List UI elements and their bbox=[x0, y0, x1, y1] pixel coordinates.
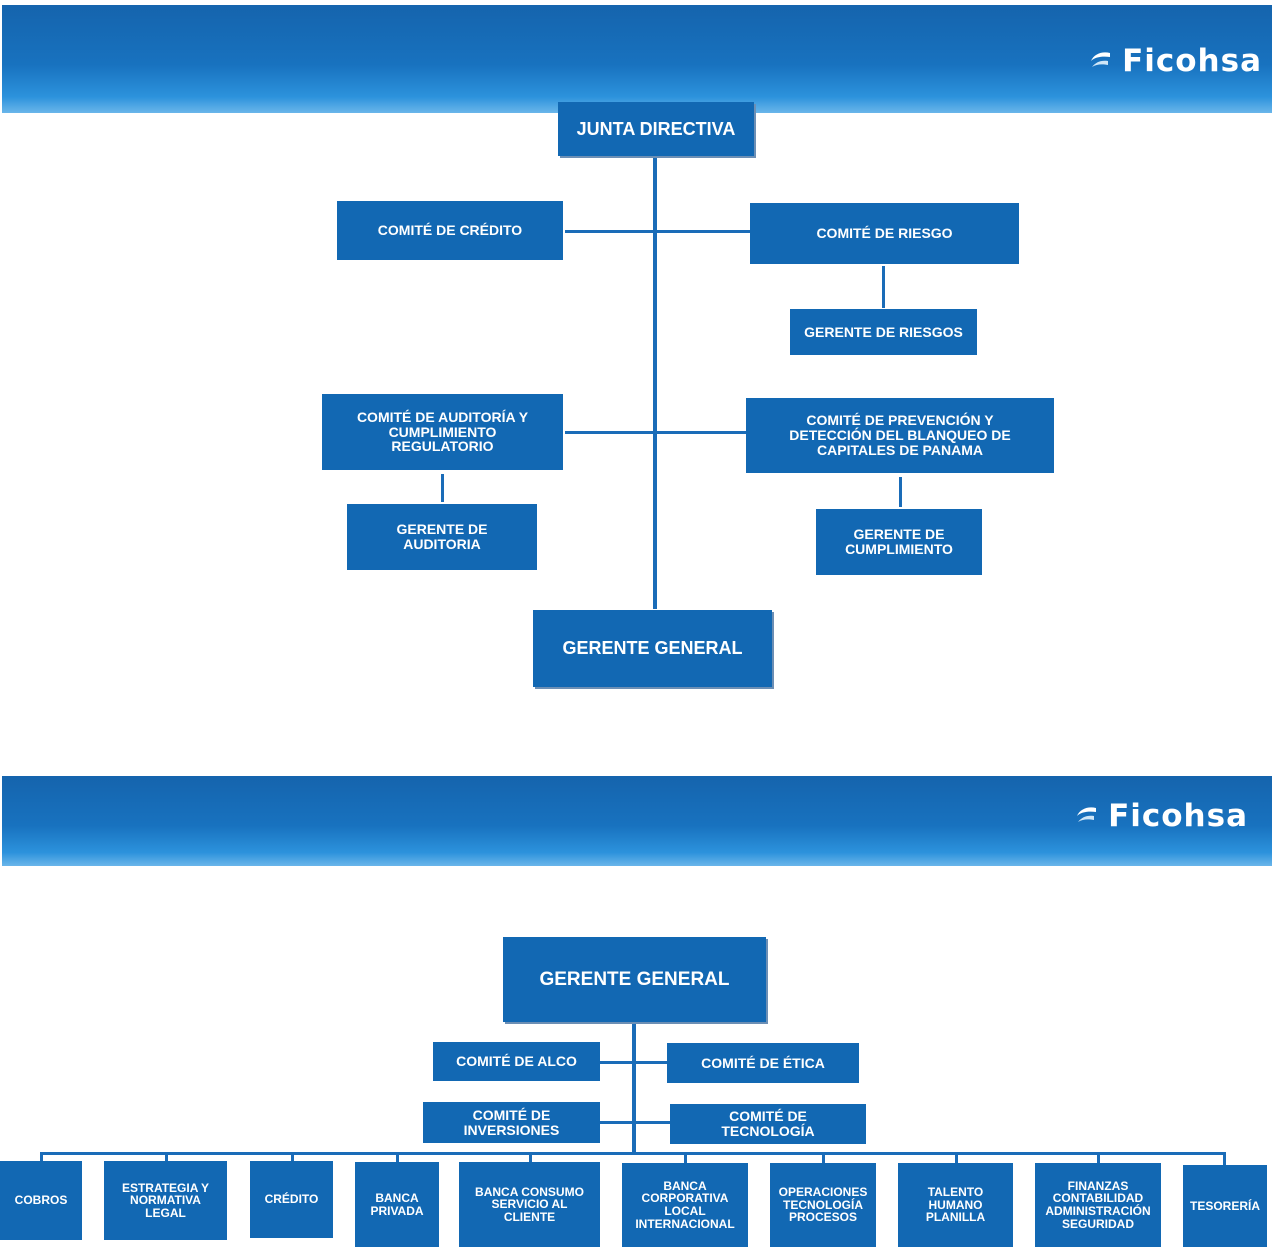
connector2-main-vertical bbox=[632, 1022, 636, 1154]
connector2-inversiones-tecnologia bbox=[600, 1121, 670, 1124]
junta-directiva-box: JUNTA DIRECTIVA bbox=[558, 102, 754, 156]
ficohsa-logo-icon bbox=[1091, 52, 1111, 67]
connector-prevencion-gerente bbox=[899, 477, 902, 507]
comite-alco-box: COMITÉ DE ALCO bbox=[433, 1042, 600, 1081]
connector2-drop bbox=[291, 1152, 294, 1161]
dept-estrategia-box: ESTRATEGIA Y NORMATIVA LEGAL bbox=[104, 1161, 227, 1240]
connector2-alco-etica bbox=[600, 1061, 667, 1064]
dept-banca-consumo-box: BANCA CONSUMO SERVICIO AL CLIENTE bbox=[459, 1162, 600, 1247]
comite-credito-box: COMITÉ DE CRÉDITO bbox=[337, 201, 563, 260]
gerente-riesgos-box: GERENTE DE RIESGOS bbox=[790, 309, 977, 355]
dept-banca-corporativa-box: BANCA CORPORATIVA LOCAL INTERNACIONAL bbox=[622, 1163, 748, 1247]
connector-main-vertical bbox=[653, 157, 657, 609]
connector2-drop bbox=[529, 1152, 532, 1162]
comite-tecnologia-box: COMITÉ DE TECNOLOGÍA bbox=[670, 1104, 866, 1144]
connector-auditoria-prevencion bbox=[565, 431, 747, 434]
header-banner-top: Ficohsa bbox=[2, 5, 1272, 113]
connector2-drop bbox=[955, 1152, 958, 1163]
ficohsa-logo-icon-2 bbox=[1077, 807, 1097, 822]
connector-credito-riesgo bbox=[565, 230, 750, 233]
connector2-department-bus bbox=[40, 1152, 1226, 1155]
connector2-drop bbox=[40, 1152, 43, 1161]
gerente-general-box: GERENTE GENERAL bbox=[533, 610, 772, 687]
dept-operaciones-box: OPERACIONES TECNOLOGÍA PROCESOS bbox=[770, 1163, 876, 1247]
ficohsa-logo: Ficohsa bbox=[1088, 43, 1262, 79]
dept-credito-box: CRÉDITO bbox=[250, 1161, 333, 1238]
comite-etica-box: COMITÉ DE ÉTICA bbox=[667, 1043, 859, 1083]
connector-auditoria-gerente bbox=[441, 474, 444, 502]
dept-banca-privada-box: BANCA PRIVADA bbox=[355, 1162, 439, 1247]
logo-text: Ficohsa bbox=[1122, 43, 1262, 79]
dept-talento-box: TALENTO HUMANO PLANILLA bbox=[898, 1163, 1013, 1247]
connector2-drop bbox=[1097, 1152, 1100, 1163]
gerente-cumplimiento-box: GERENTE DE CUMPLIMIENTO bbox=[816, 509, 982, 575]
gerente-general-top-box: GERENTE GENERAL bbox=[503, 937, 766, 1022]
connector2-drop bbox=[165, 1152, 168, 1161]
connector2-drop bbox=[1223, 1152, 1226, 1165]
logo-text-2: Ficohsa bbox=[1108, 798, 1248, 834]
dept-finanzas-box: FINANZAS CONTABILIDAD ADMINISTRACIÓN SEG… bbox=[1035, 1163, 1161, 1247]
connector2-drop bbox=[684, 1152, 687, 1163]
comite-auditoria-box: COMITÉ DE AUDITORÍA Y CUMPLIMIENTO REGUL… bbox=[322, 394, 563, 470]
connector2-drop bbox=[822, 1152, 825, 1163]
ficohsa-logo-2: Ficohsa bbox=[1074, 798, 1248, 834]
connector-riesgo-gerente bbox=[882, 266, 885, 308]
dept-tesoreria-box: TESORERÍA bbox=[1183, 1165, 1267, 1247]
dept-cobros-box: COBROS bbox=[0, 1161, 82, 1240]
comite-inversiones-box: COMITÉ DE INVERSIONES bbox=[423, 1102, 600, 1143]
connector2-drop bbox=[396, 1152, 399, 1162]
header-banner-bottom: Ficohsa bbox=[2, 776, 1272, 866]
comite-prevencion-box: COMITÉ DE PREVENCIÓN Y DETECCIÓN DEL BLA… bbox=[746, 398, 1054, 473]
gerente-auditoria-box: GERENTE DE AUDITORIA bbox=[347, 504, 537, 570]
comite-riesgo-box: COMITÉ DE RIESGO bbox=[750, 203, 1019, 264]
